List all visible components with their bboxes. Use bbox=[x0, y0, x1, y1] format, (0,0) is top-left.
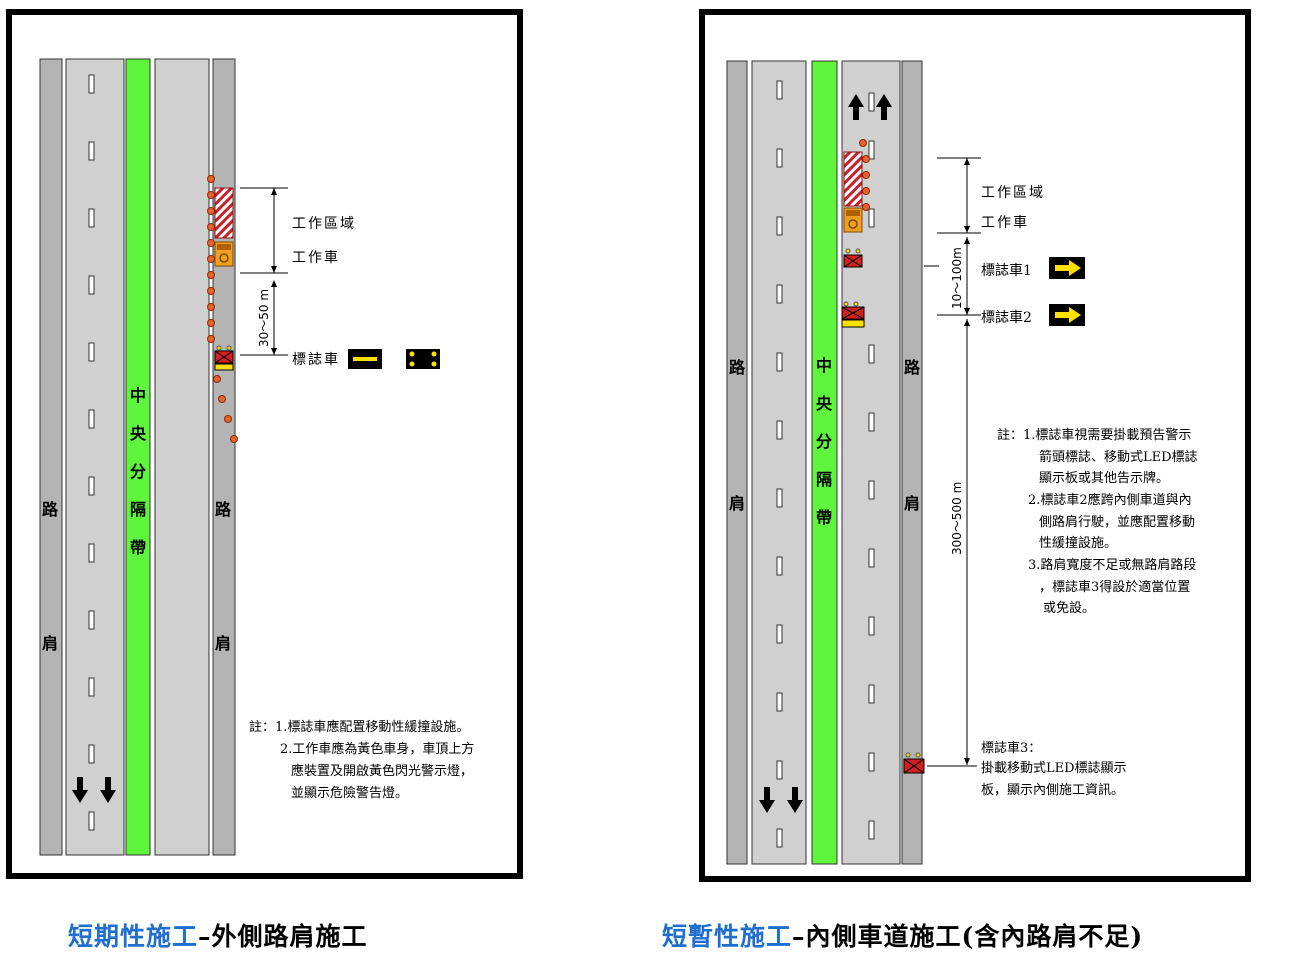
svg-text:顯示板或其他告示牌。: 顯示板或其他告示牌。 bbox=[1039, 470, 1169, 486]
svg-text:3.路肩寬度不足或無路肩路段: 3.路肩寬度不足或無路肩路段 bbox=[1028, 557, 1196, 573]
right-shoulder bbox=[212, 58, 236, 856]
svg-text:2.標誌車2應跨內側車道與內: 2.標誌車2應跨內側車道與內 bbox=[1028, 492, 1192, 508]
median-label: 中 央 分 隔 帶 bbox=[816, 356, 833, 527]
work-vehicle-label: 工作車 bbox=[292, 249, 340, 266]
distance-label: 30～50 m bbox=[257, 289, 271, 347]
svg-text:側路肩行駛，並應配置移動: 側路肩行駛，並應配置移動 bbox=[1039, 514, 1195, 530]
median-strip bbox=[125, 58, 151, 856]
distance-1-label: 10～100m bbox=[950, 247, 964, 309]
right-notes: 註：1.標誌車視需要掛載預告警示 箭頭標誌、移動式LED標誌 顯示板或其他告示牌… bbox=[997, 427, 1198, 616]
northbound-lanes bbox=[154, 58, 210, 856]
work-vehicle-icon bbox=[843, 207, 863, 233]
svg-text:央: 央 bbox=[130, 424, 147, 443]
right-caption-highlight: 短暫性施工 bbox=[662, 922, 793, 951]
right-shoulder-char-1: 路 bbox=[215, 500, 232, 519]
right-shoulder-char-2: 肩 bbox=[904, 494, 920, 513]
left-shoulder-char-1: 路 bbox=[729, 358, 746, 377]
right-caption-rest: –內側車道施工(含內路肩不足) bbox=[792, 922, 1144, 951]
traffic-cones bbox=[859, 139, 870, 211]
svg-text:2.工作車應為黃色車身，車頂上方: 2.工作車應為黃色車身，車頂上方 bbox=[280, 741, 474, 757]
up-arrows-icon bbox=[848, 94, 892, 120]
svg-text:註：1.標誌車應配置移動性緩撞設施。: 註：1.標誌車應配置移動性緩撞設施。 bbox=[249, 719, 469, 735]
svg-text:帶: 帶 bbox=[816, 508, 832, 527]
svg-text:隔: 隔 bbox=[816, 470, 832, 489]
svg-text:分: 分 bbox=[816, 432, 832, 451]
left-shoulder-char-2: 肩 bbox=[42, 634, 58, 653]
left-diagram-panel: 30～50 m 工作區域 工作車 標誌車 路 肩 路 肩 中 央 分 隔 帶 註… bbox=[6, 9, 523, 879]
lane-markings-left bbox=[776, 80, 783, 848]
svg-text:註：1.標誌車視需要掛載預告警示: 註：1.標誌車視需要掛載預告警示 bbox=[997, 427, 1191, 443]
dimension-arrowheads bbox=[964, 158, 970, 765]
right-caption: 短暫性施工–內側車道施工(含內路肩不足) bbox=[662, 917, 1143, 953]
left-shoulder-char-2: 肩 bbox=[729, 494, 745, 513]
arrow-sign-1-icon bbox=[1049, 257, 1085, 279]
svg-text:標誌車3：: 標誌車3： bbox=[981, 740, 1041, 756]
sign-vehicle-3-note: 標誌車3： 掛載移動式LED標誌顯示 板，顯示內側施工資訊。 bbox=[981, 740, 1127, 798]
dimension-arrowheads bbox=[271, 188, 277, 355]
right-shoulder bbox=[901, 60, 923, 865]
svg-text:分: 分 bbox=[130, 462, 146, 481]
down-arrows-icon bbox=[72, 777, 116, 803]
bar-sign-icon bbox=[348, 349, 382, 369]
svg-text:並顯示危險警告燈。: 並顯示危險警告燈。 bbox=[291, 785, 408, 801]
southbound-lanes bbox=[751, 60, 807, 865]
traffic-cones bbox=[207, 175, 238, 443]
left-caption-rest: –外側路肩施工 bbox=[198, 922, 368, 951]
lane-markings-left bbox=[88, 74, 95, 831]
flashing-lights-sign-icon bbox=[406, 349, 440, 369]
svg-text:箭頭標誌、移動式LED標誌: 箭頭標誌、移動式LED標誌 bbox=[1039, 449, 1198, 465]
svg-text:央: 央 bbox=[816, 394, 833, 413]
svg-text:隔: 隔 bbox=[130, 500, 146, 519]
median-label: 中 央 分 隔 帶 bbox=[130, 386, 147, 557]
right-diagram-panel: 10～100m 300～500 m 工作區域 工作車 標誌車1 標誌車2 路 肩… bbox=[699, 9, 1251, 882]
sign-vehicle-1-icon bbox=[843, 248, 863, 268]
right-road-diagram: 10～100m 300～500 m 工作區域 工作車 標誌車1 標誌車2 路 肩… bbox=[726, 60, 1198, 865]
sign-vehicle-label: 標誌車 bbox=[292, 351, 340, 368]
distance-2-label: 300～500 m bbox=[950, 482, 964, 555]
sign-vehicle-2-icon bbox=[841, 301, 865, 328]
work-zone-area bbox=[214, 187, 234, 239]
left-caption-highlight: 短期性施工 bbox=[68, 922, 199, 951]
down-arrows-icon bbox=[759, 787, 803, 813]
median-strip bbox=[811, 60, 838, 865]
svg-text:掛載移動式LED標誌顯示: 掛載移動式LED標誌顯示 bbox=[981, 760, 1127, 776]
arrow-sign-2-icon bbox=[1049, 304, 1085, 326]
svg-text:中: 中 bbox=[130, 386, 146, 405]
left-caption: 短期性施工–外側路肩施工 bbox=[68, 917, 368, 953]
dimension-lines bbox=[924, 157, 981, 767]
sign-vehicle-3-icon bbox=[903, 752, 925, 774]
svg-text:，標誌車3得設於適當位置: ，標誌車3得設於適當位置 bbox=[1039, 579, 1190, 595]
work-vehicle-icon bbox=[214, 241, 234, 267]
left-shoulder-left bbox=[726, 60, 748, 865]
left-shoulder-left bbox=[39, 58, 63, 856]
sign-vehicle-2-label: 標誌車2 bbox=[981, 309, 1032, 326]
svg-text:帶: 帶 bbox=[130, 538, 146, 557]
left-road-diagram: 30～50 m 工作區域 工作車 標誌車 路 肩 路 肩 中 央 分 隔 帶 註… bbox=[39, 58, 474, 856]
right-shoulder-char-2: 肩 bbox=[215, 634, 231, 653]
left-shoulder-char-1: 路 bbox=[42, 500, 59, 519]
work-vehicle-label: 工作車 bbox=[981, 214, 1029, 231]
right-shoulder-char-1: 路 bbox=[904, 358, 921, 377]
work-zone-label: 工作區域 bbox=[981, 185, 1045, 201]
svg-text:應裝置及開啟黃色閃光警示燈，: 應裝置及開啟黃色閃光警示燈， bbox=[291, 763, 473, 779]
svg-text:或免設。: 或免設。 bbox=[1043, 600, 1095, 616]
svg-text:中: 中 bbox=[816, 356, 832, 375]
sign-vehicle-1-label: 標誌車1 bbox=[981, 262, 1032, 279]
svg-text:板，顯示內側施工資訊。: 板，顯示內側施工資訊。 bbox=[981, 783, 1124, 798]
southbound-lanes bbox=[65, 58, 125, 856]
left-notes: 註：1.標誌車應配置移動性緩撞設施。 2.工作車應為黃色車身，車頂上方 應裝置及… bbox=[249, 719, 474, 801]
work-zone-label: 工作區域 bbox=[292, 216, 356, 232]
sign-vehicle-icon bbox=[214, 345, 234, 371]
work-zone-area bbox=[843, 151, 863, 207]
dimension-lines bbox=[240, 187, 288, 356]
lane-markings-right bbox=[868, 92, 875, 840]
svg-text:性緩撞設施。: 性緩撞設施。 bbox=[1039, 535, 1117, 551]
